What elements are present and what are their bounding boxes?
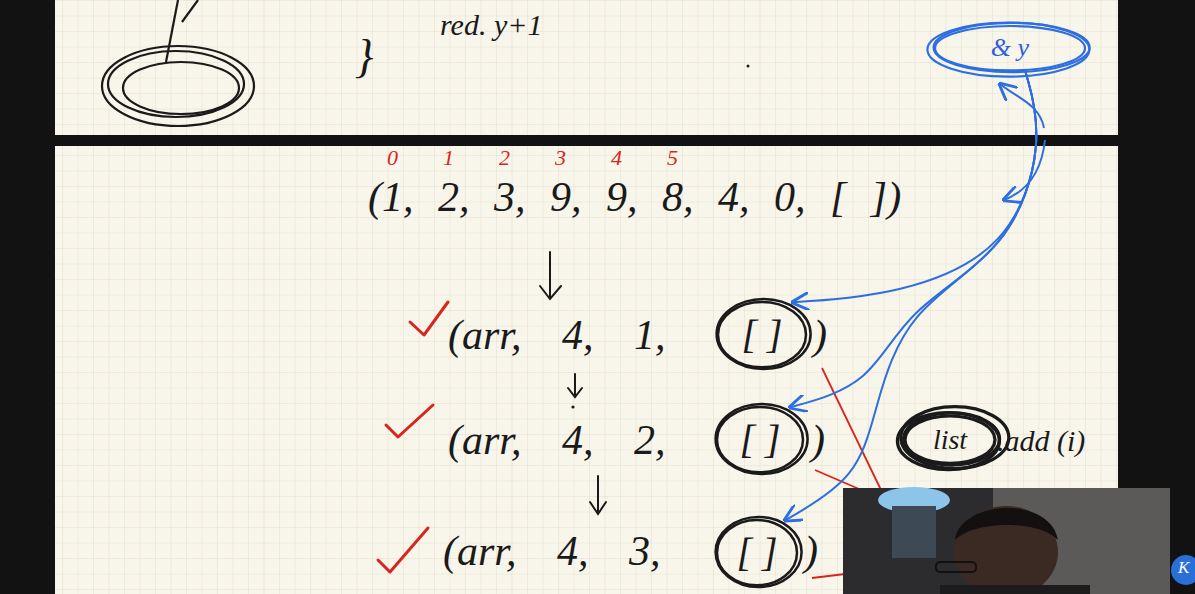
circled-list: [ ]	[717, 520, 797, 585]
outline-loop	[718, 302, 806, 367]
outline-loop	[897, 413, 999, 470]
outline-loop	[717, 299, 811, 369]
closing-paren: )	[811, 417, 825, 463]
index-number: 0	[387, 146, 398, 170]
scribble-loop	[108, 51, 244, 117]
pen-stroke	[182, 0, 198, 22]
index-number: 4	[611, 146, 622, 170]
text-wrap: & y	[991, 34, 1029, 61]
index-number: 2	[499, 146, 510, 170]
down-arrow	[590, 476, 606, 514]
closing-paren: )	[804, 528, 818, 574]
text-wrap: [ ]	[736, 532, 777, 574]
closing-paren: )	[813, 312, 827, 358]
main-panel	[55, 146, 1118, 594]
circled-list: [ ]	[718, 302, 806, 367]
red-line	[812, 574, 845, 578]
outline-loop	[716, 517, 802, 587]
blue-strokes	[1000, 84, 1045, 200]
checkmark	[378, 528, 428, 572]
checkmarks	[378, 302, 448, 572]
grid	[55, 146, 1118, 594]
down-arrows	[540, 252, 606, 514]
webcam-overlay	[843, 487, 1170, 594]
call-arguments: (arr, 4, 3,	[443, 528, 661, 574]
blue-arrow	[1000, 84, 1044, 128]
lamp	[892, 506, 936, 558]
checkmark	[386, 405, 433, 437]
top-panel	[55, 0, 1118, 135]
method-call: .add (i)	[997, 424, 1085, 457]
channel-logo	[1171, 555, 1195, 585]
node-text: list	[933, 425, 967, 454]
pen-stroke	[166, 0, 178, 62]
checkmark	[410, 302, 448, 335]
call-arguments: (arr, 4, 2,	[448, 417, 666, 463]
outline-loop	[717, 520, 797, 585]
glasses	[936, 562, 976, 572]
red-line	[822, 368, 882, 492]
call-arguments: (arr, 4, 1,	[448, 312, 666, 358]
node-text: [ ]	[741, 314, 782, 356]
brace: }	[355, 32, 373, 83]
node-text: & y	[991, 34, 1029, 61]
scribble-loop	[102, 46, 254, 126]
scribbled-circle	[102, 0, 254, 126]
text-wrap: [ ]	[739, 419, 780, 461]
scribbled-ellipse: & y	[935, 26, 1085, 70]
circled-list: [ ]	[717, 407, 803, 472]
person-head	[954, 506, 1058, 594]
outline-loop	[927, 22, 1089, 76]
handwritten-note: red. y+1	[440, 8, 542, 41]
outline-loop	[901, 407, 1009, 469]
text-wrap: [ ]	[741, 314, 782, 356]
index-number: 1	[443, 146, 454, 170]
down-arrow	[568, 374, 582, 397]
node-text: [ ]	[739, 419, 780, 461]
scribble-loop	[123, 62, 239, 114]
person-hair	[955, 508, 1058, 540]
index-number: 5	[667, 146, 678, 170]
outline-loop	[717, 407, 803, 472]
node-text: [ ]	[736, 532, 777, 574]
grid	[55, 0, 1118, 135]
logo-letter: K	[1178, 559, 1189, 578]
circled-variable: list	[905, 416, 995, 463]
person-body	[940, 585, 1090, 594]
index-number: 3	[555, 146, 566, 170]
call-arguments: (1, 2, 3, 9, 9, 8, 4, 0, [ ])	[368, 174, 901, 220]
dot	[571, 405, 574, 408]
outline-loop	[716, 404, 808, 474]
dot	[747, 65, 750, 68]
down-arrow	[540, 252, 561, 299]
outline-loop	[935, 26, 1085, 70]
blue-arrow	[1004, 140, 1045, 200]
text-wrap: list	[933, 425, 967, 454]
